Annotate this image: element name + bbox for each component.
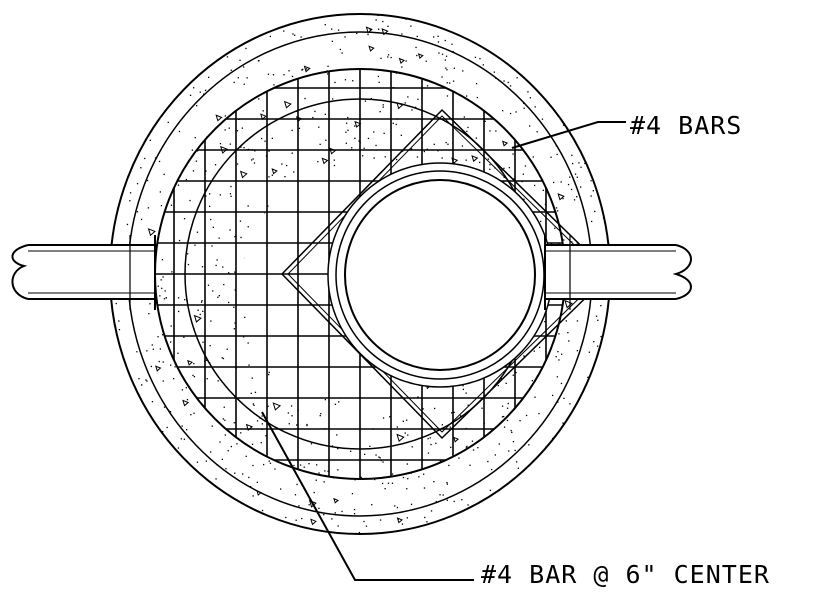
spacing-callout-label: #4 BAR @ 6" CENTER bbox=[481, 560, 770, 589]
bars-leader-line bbox=[511, 121, 626, 149]
diamond-bar-outline bbox=[280, 108, 612, 440]
left-pipe-stub bbox=[11, 235, 156, 310]
bars-callout-label: #4 BARS bbox=[630, 111, 743, 140]
right-pipe-stub bbox=[544, 235, 692, 310]
pipe-opening bbox=[344, 179, 536, 371]
diamond-bar-inner-outline bbox=[287, 115, 605, 433]
spacing-leader-line bbox=[261, 411, 474, 581]
